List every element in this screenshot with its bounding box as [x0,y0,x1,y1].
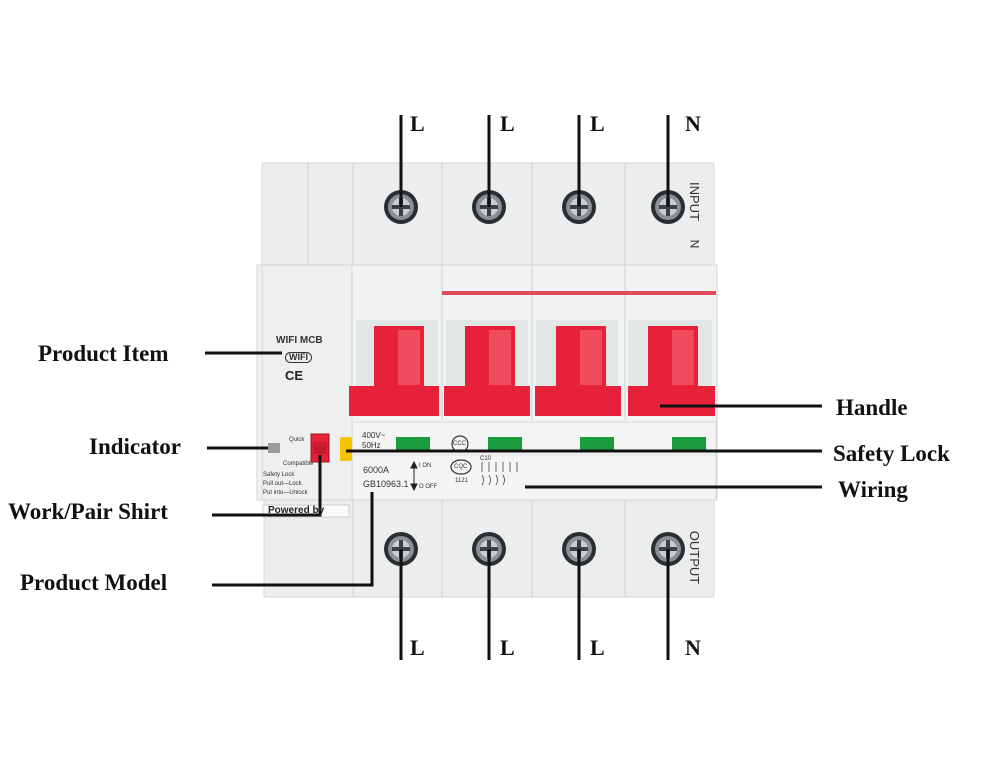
compatible-label: Compatible [283,461,314,467]
off-label: O OFF [419,484,438,490]
breaking-capacity: 6000A [363,465,390,475]
voltage-rating: 400V~ [362,431,386,440]
bottom-terminal-label-2: L [500,635,515,660]
powered-by-label: Powered by [268,505,325,516]
status-window-2 [488,437,522,451]
wifi-badge: WIFI [285,352,312,363]
frequency-rating: 50Hz [362,441,381,450]
callout-safety-lock: Safety Lock [833,441,950,466]
ce-mark: CE [285,368,304,383]
output-label: OUTPUT [687,530,703,585]
top-terminal-label-2: L [500,111,515,136]
put-into-line: Put into—Unlock [263,490,308,496]
callout-wiring: Wiring [838,477,908,502]
wiring-symbol [481,462,518,486]
cqc-code: 1121 [455,478,468,484]
top-terminal-label-3: L [590,111,605,136]
callout-work-pair: Work/Pair Shirt [8,499,168,524]
red-strip [442,291,716,295]
callout-product-model: Product Model [20,570,168,595]
on-label: I ON [419,463,432,469]
pull-out-line: Pull out—Lock [263,481,302,487]
status-window-1 [396,437,430,451]
standard-code: GB10963.1 [363,479,409,489]
indicator-led [268,443,280,453]
ccc-text: CCC [453,441,466,447]
handle-3[interactable] [535,326,621,416]
leader-line-3 [212,455,322,517]
safety-lock-line: Safety Lock [263,472,295,478]
top-terminal-label-4: N [685,111,701,136]
safety-lock-tab[interactable] [340,437,352,461]
handle-1[interactable] [349,326,439,416]
leader-line-4 [212,492,374,587]
status-window-4 [672,437,706,451]
wifi-mcb-label: WIFI MCB [276,335,323,346]
cqc-mark [450,459,472,475]
callout-handle: Handle [836,395,908,420]
status-window-3 [580,437,614,451]
input-label: INPUT [687,182,702,221]
handle-4[interactable] [628,326,715,416]
curve-rating: C10 [480,456,492,462]
cqc-text: CQC [454,464,468,470]
on-off-arrow [410,460,418,492]
bottom-terminal-label-1: L [410,635,425,660]
callout-product-item: Product Item [38,341,169,366]
bottom-terminal-label-4: N [685,635,701,660]
top-terminal-label-1: L [410,111,425,136]
input-n-label: N [687,239,702,249]
handle-2[interactable] [444,326,530,416]
quick-label: Quick [289,437,305,443]
callout-indicator: Indicator [89,434,181,459]
bottom-terminal-label-3: L [590,635,605,660]
